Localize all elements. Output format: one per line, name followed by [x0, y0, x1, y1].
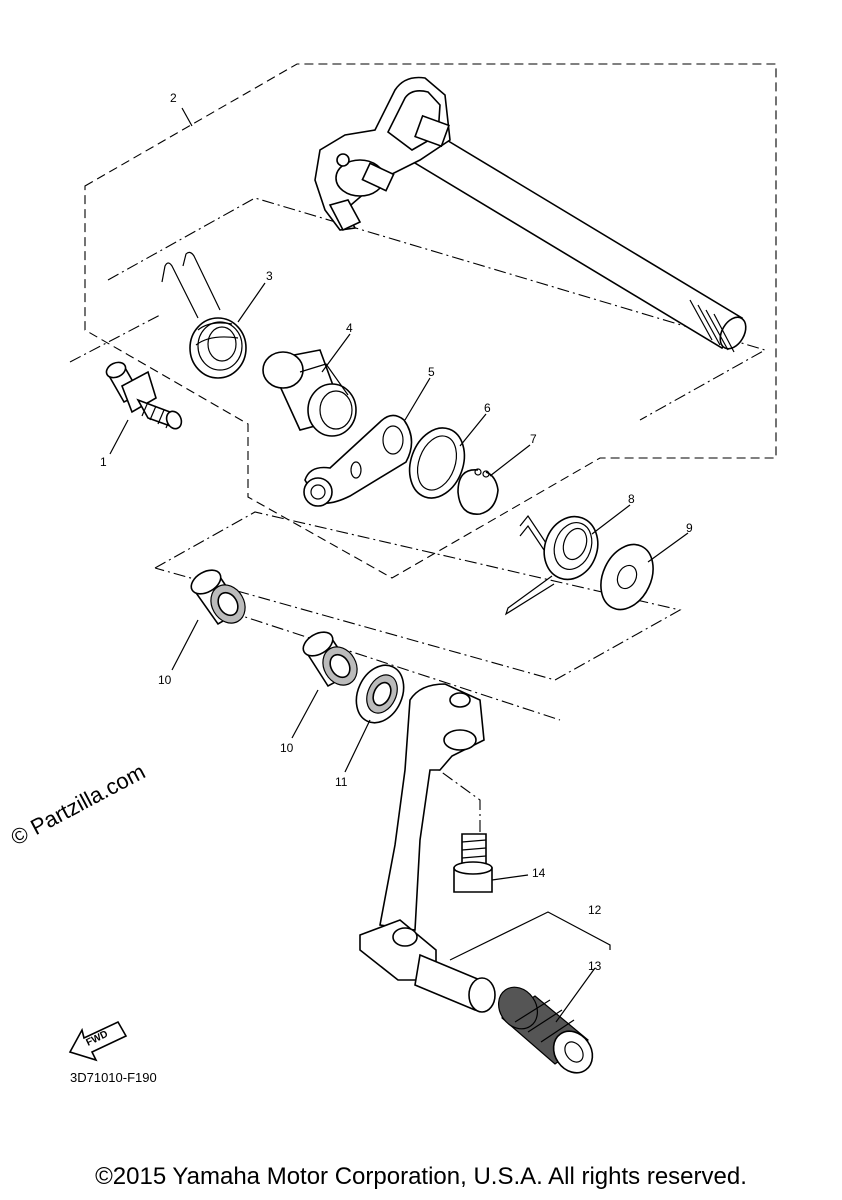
alignment-plane-middle [69, 314, 161, 363]
return-spring [504, 514, 599, 616]
callout-5: 5 [428, 365, 435, 379]
alignment-bolt-axis [424, 759, 481, 835]
callout-7: 7 [530, 432, 537, 446]
callout-6: 6 [484, 401, 491, 415]
callout-10-upper: 10 [158, 673, 172, 687]
needle-bearing-lower [302, 631, 358, 688]
callout-10-lower: 10 [280, 741, 294, 755]
shift-shaft [314, 76, 747, 353]
alignment-axis-bearings [229, 611, 561, 721]
callout-13: 13 [588, 959, 602, 973]
callout-numbers: 2 3 4 5 6 7 8 9 1 10 10 11 12 13 14 [100, 91, 693, 973]
callout-2: 2 [170, 91, 177, 105]
collar [262, 349, 357, 437]
alignment-pedal-bracket [449, 911, 611, 961]
callout-3: 3 [266, 269, 273, 283]
shift-arm-plate [303, 414, 413, 507]
shift-pedal [359, 683, 496, 1013]
flat-washer [600, 543, 654, 611]
bolt [105, 361, 183, 430]
cap-screw [453, 833, 493, 893]
pedal-rubber [497, 986, 594, 1074]
callout-14: 14 [532, 866, 546, 880]
watermark: © Partzilla.com [7, 759, 150, 851]
callout-9: 9 [686, 521, 693, 535]
drawing-code: 3D71010-F190 [70, 1070, 157, 1085]
cap-screw-threads [461, 839, 487, 859]
circlip [457, 468, 499, 515]
callout-leaders [109, 107, 689, 1023]
copyright-notice: ©2015 Yamaha Motor Corporation, U.S.A. A… [95, 1163, 747, 1190]
alignment-plane-upper [107, 197, 767, 421]
callout-11: 11 [335, 775, 348, 789]
shaft-splines [689, 299, 735, 353]
shift-arm-spring [161, 251, 247, 379]
callout-1: 1 [100, 455, 107, 469]
callout-8: 8 [628, 492, 635, 506]
alignment-plane-lower [154, 511, 682, 681]
fwd-arrow-icon: FWD [68, 1020, 128, 1062]
assembly-boundary-dashed [84, 63, 777, 579]
oil-seal [355, 664, 405, 724]
needle-bearing-upper [190, 569, 246, 626]
callout-4: 4 [346, 321, 353, 335]
callout-12: 12 [588, 903, 602, 917]
washer-ring [408, 427, 466, 499]
